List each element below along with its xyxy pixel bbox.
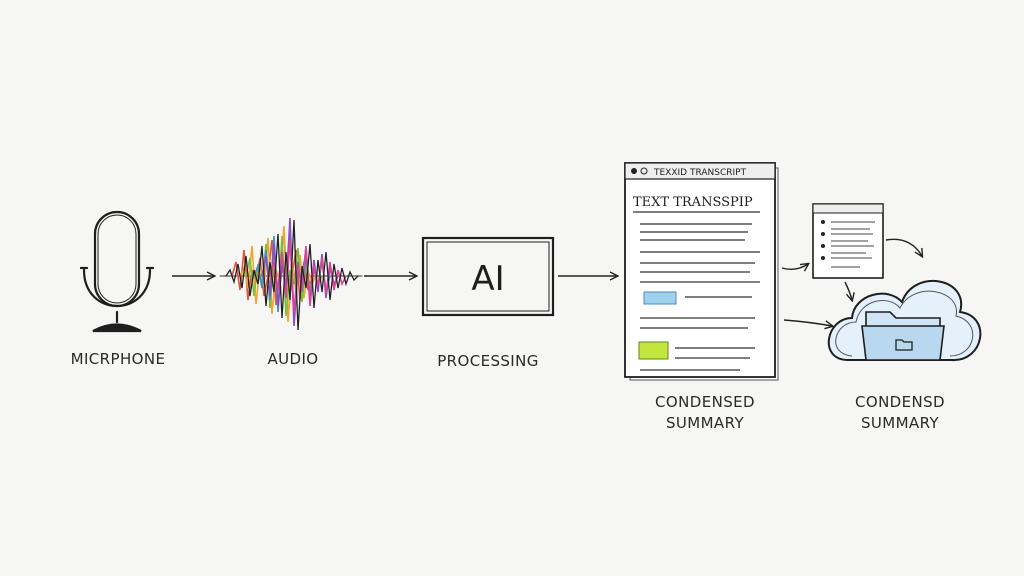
cloud-label-line1: CONDENSD (854, 393, 946, 411)
microphone-icon (79, 210, 155, 333)
document-title-bar: TEXXID TRANSCRIPT (653, 168, 747, 178)
audio-label: AUDIO (267, 350, 319, 368)
processing-label: PROCESSING (437, 352, 539, 370)
connector-arrows (781, 238, 922, 326)
transcript-label-line1: CONDENSED (655, 393, 755, 411)
microphone-label: MICRPHONE (70, 350, 166, 368)
ai-box-text: AI (471, 259, 504, 299)
document-icon: TEXXID TRANSCRIPT TEXT TRANSSPIP (624, 162, 779, 381)
transcript-label-line2: SUMMARY (665, 414, 745, 432)
waveform-icon (219, 217, 363, 331)
transcript-label: CONDENSED SUMMARY (645, 392, 765, 434)
ai-processing-box: AI (421, 236, 555, 317)
cloud-label-line2: SUMMARY (860, 414, 940, 432)
cloud-label: CONDENSD SUMMARY (842, 392, 958, 434)
document-heading: TEXT TRANSSPIP (633, 195, 753, 210)
small-document-icon (812, 203, 884, 279)
folder-icon (861, 311, 945, 361)
